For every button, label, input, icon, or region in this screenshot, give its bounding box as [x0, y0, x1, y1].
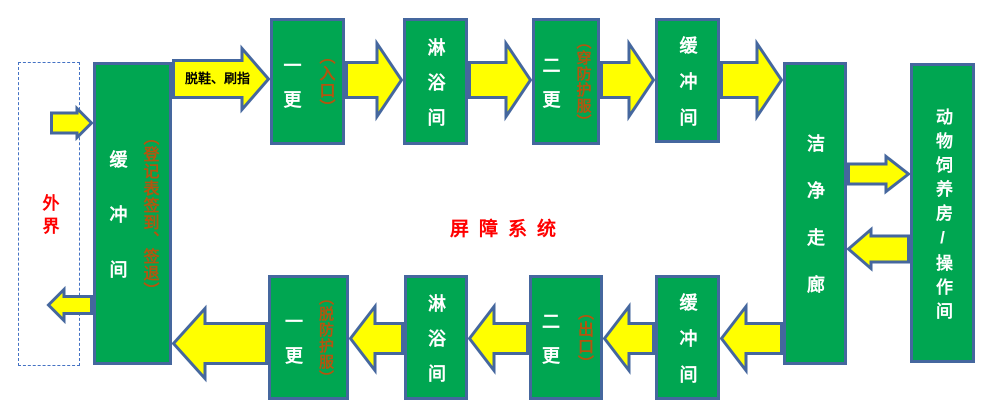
- arrow-corridor-to-animal-room: [847, 153, 911, 195]
- system-title: 屏障系统: [450, 219, 567, 240]
- room-animal-facility: 动物饲养房/操作间: [910, 63, 975, 363]
- room-label: 淋浴间: [426, 293, 446, 399]
- arrow-shower-to-first-change-exit: [348, 302, 404, 375]
- room-note: （脱防护服）: [317, 289, 334, 386]
- room-label: 缓冲间: [677, 292, 698, 401]
- room-note: （出口）: [575, 303, 592, 372]
- room-label: 动物饲养房/操作间: [933, 107, 952, 326]
- room-second-change-entry: 二更 （穿防护服）: [532, 18, 600, 145]
- arrow-second-change-to-shower-exit: [467, 302, 529, 375]
- arrow-first-change-to-buffer-exit: [171, 304, 268, 383]
- arrow-buffer-to-first-change: [172, 44, 271, 114]
- room-first-change-entry: 一更 （入口）: [270, 18, 345, 145]
- room-label: 缓冲间: [677, 35, 698, 144]
- room-label: 一更: [281, 55, 302, 124]
- arrow-second-change-to-buffer: [600, 38, 656, 122]
- arrow-buffer-to-second-change-exit: [602, 302, 655, 375]
- room-clean-corridor: 洁净走廊: [783, 62, 847, 365]
- room-buffer-inner-exit: 缓冲间: [655, 275, 720, 401]
- entry-step-label: 脱鞋、刷指: [185, 71, 251, 86]
- room-label: 二更: [540, 311, 560, 380]
- room-shower-entry: 淋浴间: [403, 18, 468, 145]
- arrow-shower-to-second-change: [468, 38, 533, 122]
- room-label: 二更: [540, 55, 561, 124]
- room-label: 一更: [283, 311, 303, 380]
- room-note: （入口）: [316, 47, 334, 116]
- room-label: 洁净走廊: [805, 134, 825, 322]
- room-label: 缓冲间: [107, 149, 128, 315]
- arrow-outside-to-buffer: [50, 104, 94, 142]
- arrow-first-change-to-shower: [345, 38, 404, 122]
- room-second-change-exit: 二更 （出口）: [529, 275, 603, 400]
- arrow-buffer-to-corridor: [720, 38, 784, 122]
- room-shower-exit: 淋浴间: [404, 275, 468, 400]
- room-label: 淋浴间: [425, 37, 446, 143]
- arrow-corridor-to-buffer-exit: [719, 302, 783, 375]
- room-buffer-entry: 缓冲间 （登记表签到、签退）: [93, 62, 172, 365]
- room-first-change-exit: 一更 （脱防护服）: [268, 275, 349, 400]
- room-note: （登记表签到、签退）: [140, 128, 158, 299]
- room-note: （穿防护服）: [574, 33, 592, 130]
- arrow-buffer-to-outside: [46, 285, 93, 325]
- arrow-animal-room-to-corridor: [846, 226, 910, 272]
- outside-world-label: 外界: [39, 194, 59, 240]
- room-buffer-inner-entry: 缓冲间: [655, 18, 720, 144]
